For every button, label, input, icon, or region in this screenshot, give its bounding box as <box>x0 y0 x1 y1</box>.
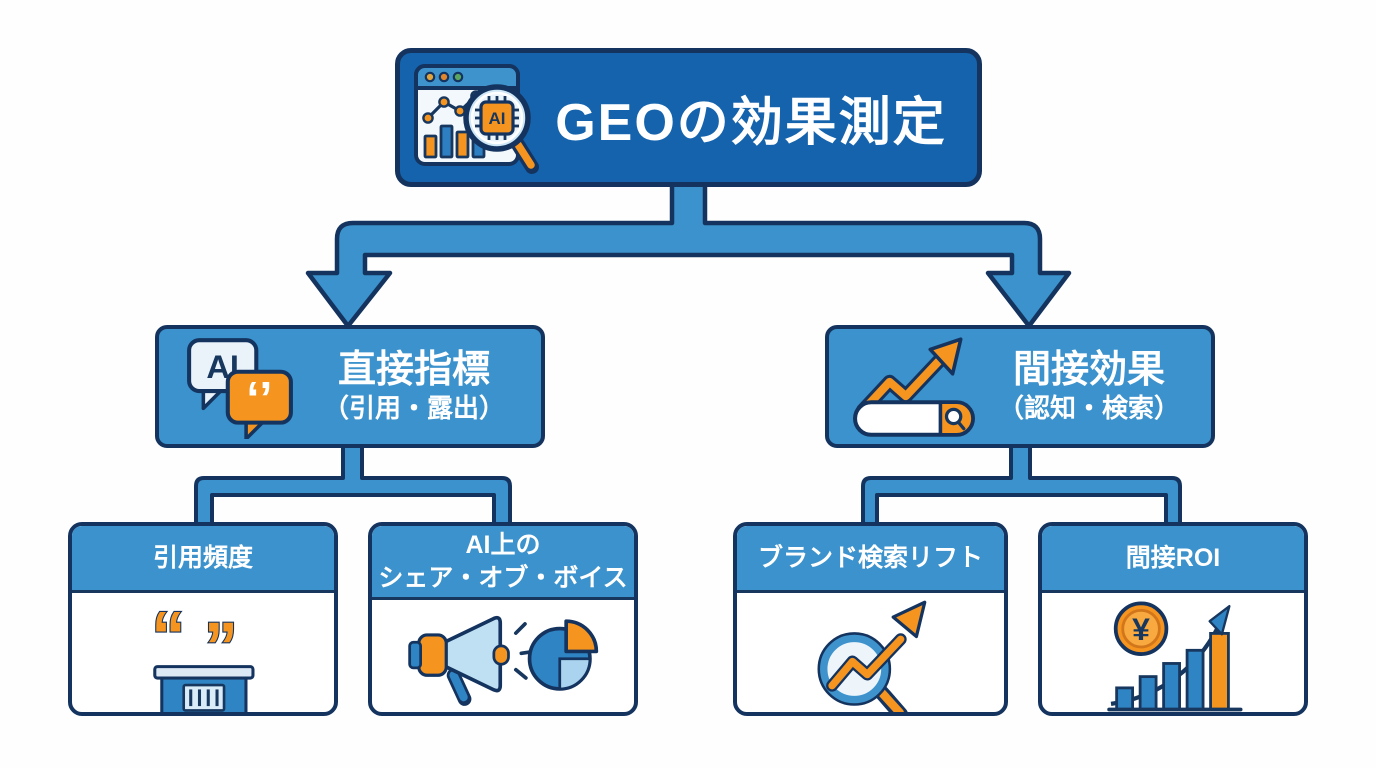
branch-indirect-text: 間接効果 （認知・検索） <box>977 349 1211 424</box>
pie-chart-icon <box>527 619 599 691</box>
leaf-node-citation-frequency: 引用頻度 “ ” <box>68 522 338 716</box>
magnifier-ai-chip-icon: AI <box>463 83 539 174</box>
connector-indirect-children <box>861 443 1182 527</box>
leaf-sov-title: AI上の <box>465 531 541 559</box>
quote-bubble-icon: ‘’ <box>225 369 293 439</box>
branch-indirect-subtitle: （認知・検索） <box>997 392 1180 423</box>
leaf-sov-body <box>372 600 634 712</box>
trend-arrow-icon <box>856 336 963 417</box>
leaf-roi-header: 間接ROI <box>1042 526 1304 593</box>
leaf-sov-title-line2: シェア・オブ・ボイス <box>378 563 628 592</box>
leaf-roi-title: 間接ROI <box>1125 543 1221 572</box>
branch-direct-text: 直接指標 （引用・露出） <box>297 349 541 424</box>
root-title: GEOの効果測定 <box>555 94 947 152</box>
leaf-citation-body: “ ” <box>72 593 334 712</box>
branch-node-direct: AI ‘’ 直接指標 （引用・露出） <box>155 325 545 448</box>
megaphone-icon <box>408 615 536 706</box>
quotes-tally-box-icon: “ ” <box>150 598 255 712</box>
yen-coin-growth-chart-icon: ¥ <box>1107 601 1243 712</box>
leaf-citation-header: 引用頻度 <box>72 526 334 593</box>
branch-node-indirect: 間接効果 （認知・検索） <box>825 325 1215 448</box>
leaf-citation-title: 引用頻度 <box>152 543 253 572</box>
leaf-node-indirect-roi: 間接ROI ¥ <box>1038 522 1308 716</box>
leaf-brandlift-body <box>737 593 1004 712</box>
branch-direct-title: 直接指標 <box>337 348 490 391</box>
bubble-quote-marks: ‘’ <box>246 372 272 424</box>
ai-chip-label: AI <box>489 109 506 128</box>
connector-top-split-arrows <box>305 179 1072 329</box>
root-node: AI GEOの効果測定 <box>395 48 982 187</box>
ai-chat-quotes-icon: AI ‘’ <box>187 337 293 439</box>
yen-symbol-glyph: ¥ <box>1132 611 1150 647</box>
leaf-node-share-of-voice: AI上の シェア・オブ・ボイス <box>368 522 638 716</box>
leaf-brandlift-header: ブランド検索リフト <box>737 526 1004 593</box>
open-quote-glyph: “ <box>151 599 185 675</box>
megaphone-pie-chart-icon <box>408 615 599 706</box>
growth-bars-icon <box>1107 631 1243 712</box>
trend-arrow-search-bar-icon <box>853 336 975 437</box>
leaf-sov-header: AI上の シェア・オブ・ボイス <box>372 526 634 600</box>
yen-coin-icon: ¥ <box>1113 601 1169 656</box>
magnifier-trend-arrow-icon <box>816 600 926 712</box>
connector-direct-children <box>194 443 512 527</box>
leaf-roi-body: ¥ <box>1042 593 1304 712</box>
curve-arrowhead <box>1208 604 1231 636</box>
growth-arrow-icon <box>825 600 926 692</box>
branch-indirect-title: 間接効果 <box>1012 348 1165 391</box>
analytics-ai-magnifier-icon: AI <box>414 63 539 174</box>
leaf-node-brand-search-lift: ブランド検索リフト <box>733 522 1008 716</box>
tally-box-icon <box>153 665 255 712</box>
branch-direct-subtitle: （引用・露出） <box>322 392 505 423</box>
search-bar-icon <box>853 399 975 437</box>
leaf-brandlift-title: ブランド検索リフト <box>757 543 983 572</box>
